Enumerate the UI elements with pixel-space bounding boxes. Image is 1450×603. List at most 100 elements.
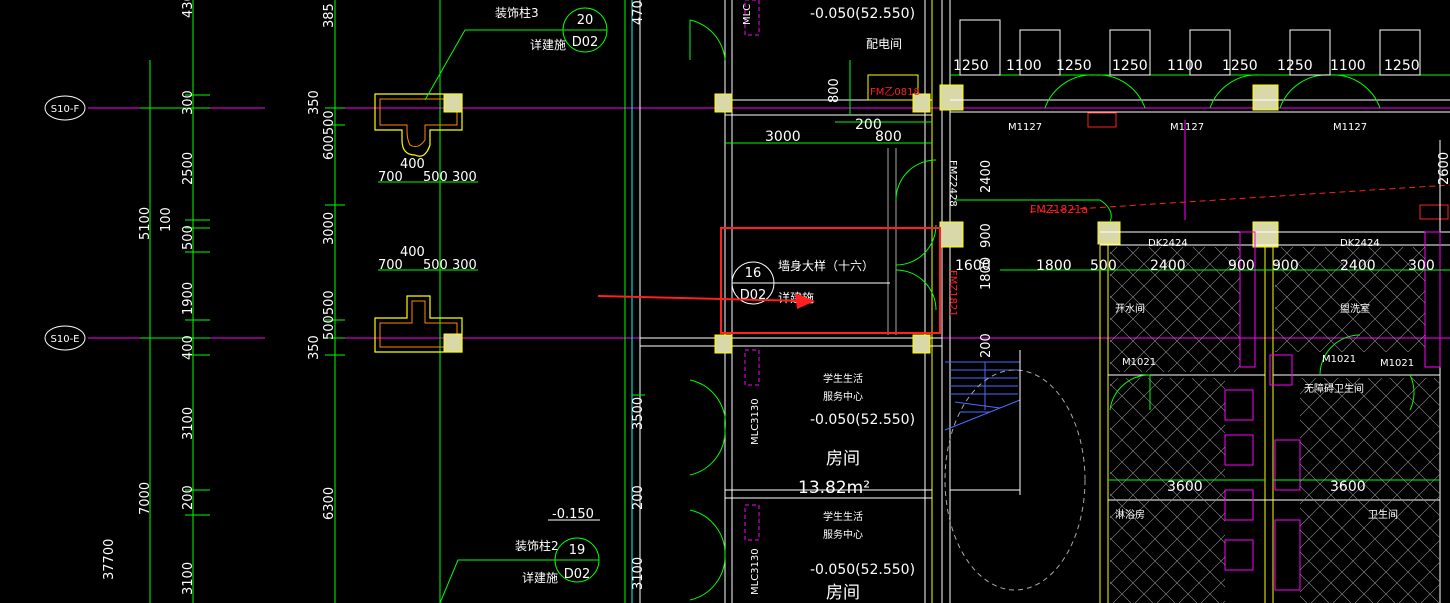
dim-600500: 600500: [322, 110, 337, 160]
room-type-mid: 房间: [826, 449, 860, 469]
callout-label: 墙身大样（十六）: [778, 258, 874, 273]
door-fm0818: FM乙0818: [870, 86, 920, 98]
door-fmz1821: FMZ1821: [947, 270, 958, 317]
dim-1600: 1600: [955, 258, 991, 274]
room-name-mid-1: 学生生活: [823, 372, 863, 385]
room-wc: 卫生间: [1368, 508, 1398, 521]
dim-300: 300: [181, 90, 196, 115]
axis-bubble-s10f: S10-F: [44, 95, 86, 121]
callout-sheet: D02: [572, 35, 599, 50]
dim-350-b: 350: [307, 335, 322, 360]
dim-3100-a: 3100: [181, 407, 196, 440]
top-dim-6: 1250: [1222, 58, 1258, 74]
col-bottom-300: 300: [452, 258, 477, 273]
room-name-mid-2: 服务中心: [823, 390, 863, 403]
door-fmz2428: FMZ2428: [947, 160, 958, 207]
dim-800-a: 800: [827, 78, 842, 103]
col-top-500: 500: [423, 170, 448, 185]
left-dimension-lines: [140, 0, 626, 603]
dim-200-b: 200: [631, 485, 646, 510]
callout-label: 装饰柱2: [515, 538, 559, 553]
dim-385: 385: [322, 3, 337, 28]
room-accessible-wc: 无障碍卫生间: [1304, 382, 1364, 395]
room-shower: 淋浴房: [1115, 508, 1145, 521]
door-mlc3130-b: MLC3130: [750, 548, 761, 595]
axis-label-s10f: S10-F: [51, 104, 80, 115]
dim-200-a: 200: [855, 117, 882, 133]
elevation-label: -0.150: [552, 507, 594, 522]
col-top-400: 400: [400, 157, 425, 172]
red-arrow-icon: [597, 293, 815, 309]
floor-hatch-1: [1110, 247, 1240, 372]
dim-3000-mid: 3000: [765, 129, 801, 145]
room-elev-top: -0.050(52.550): [810, 6, 915, 22]
dim-900-right-b: 900: [1272, 258, 1299, 274]
dim-900-v: 900: [979, 223, 994, 248]
col-top-700: 700: [378, 170, 403, 185]
door-m1021-c: M1021: [1380, 358, 1414, 369]
stair: [944, 350, 1086, 591]
top-dim-2: 1100: [1006, 58, 1042, 74]
room-water: 开水间: [1115, 302, 1145, 315]
dim-300-right: 300: [1408, 258, 1435, 274]
door-mlc3130-a: MLC3130: [750, 398, 761, 445]
dim-500-right: 500: [1090, 258, 1117, 274]
door-m1127-c: M1127: [1333, 122, 1367, 133]
top-dim-7: 1250: [1277, 58, 1313, 74]
dim-100: 100: [159, 207, 174, 232]
dim-7000: 7000: [138, 482, 153, 515]
door-m1127-a: M1127: [1008, 122, 1042, 133]
callout-decorative-column-3: 装饰柱3 详建施 20 D02: [424, 5, 608, 101]
callout-ref: 详建施: [530, 37, 566, 52]
elevation-mark: -0.150: [548, 507, 600, 522]
dim-800-b: 800: [875, 129, 902, 145]
dim-2400-right-b: 2400: [1340, 258, 1376, 274]
top-dim-1: 1250: [953, 58, 989, 74]
dim-1800-v: 1800: [979, 257, 994, 290]
callout-ref: 详建施: [522, 570, 558, 585]
col-bottom-400: 400: [400, 245, 425, 260]
dim-2400-v: 2400: [979, 160, 994, 193]
door-mlc-top: MLC: [742, 4, 753, 25]
door-dk2424-b: DK2424: [1340, 238, 1380, 249]
column-section-top: 400 700 500 300: [374, 93, 478, 185]
dim-430: 430: [181, 0, 196, 18]
callout-sheet: D02: [564, 567, 591, 582]
dim-6300: 6300: [322, 487, 337, 520]
dim-1800-right: 1800: [1036, 258, 1072, 274]
dim-500500: 500500: [322, 290, 337, 340]
callout-label: 装饰柱3: [495, 5, 539, 20]
room-wash: 盥洗室: [1340, 302, 1370, 315]
callout-num: 20: [577, 13, 594, 28]
callout-num: 16: [745, 266, 762, 281]
dim-3100-b: 3100: [181, 562, 196, 595]
top-dim-4: 1250: [1112, 58, 1148, 74]
room-name-top: 配电间: [866, 37, 902, 51]
door-fmz1821a: FMZ1821a: [1030, 203, 1088, 216]
dim-200: 200: [181, 485, 196, 510]
dim-3600-a: 3600: [1167, 479, 1203, 495]
col-bottom-700: 700: [378, 258, 403, 273]
dim-5100: 5100: [138, 207, 153, 240]
room-area-mid: 13.82m²: [798, 478, 870, 498]
dim-3500: 3500: [631, 397, 646, 430]
dim-2400-right-a: 2400: [1150, 258, 1186, 274]
room-name-bot-2: 服务中心: [823, 528, 863, 541]
door-m1021-b: M1021: [1322, 354, 1356, 365]
floor-hatch-2: [1110, 378, 1225, 603]
col-bottom-500: 500: [423, 258, 448, 273]
column-section-bottom: 400 700 500 300: [374, 245, 478, 353]
dim-37700: 37700: [102, 539, 117, 580]
dim-200-v: 200: [979, 333, 994, 358]
door-m1127-b: M1127: [1170, 122, 1204, 133]
top-dim-3: 1250: [1056, 58, 1092, 74]
top-dim-9: 1250: [1384, 58, 1420, 74]
col-top-300: 300: [452, 170, 477, 185]
dim-470: 470: [631, 0, 646, 25]
dim-500: 500: [181, 225, 196, 250]
structural-columns: [714, 84, 1279, 354]
axis-bubble-s10e: S10-E: [44, 325, 86, 351]
dim-3600-b: 3600: [1330, 479, 1366, 495]
dim-900-right-a: 900: [1228, 258, 1255, 274]
